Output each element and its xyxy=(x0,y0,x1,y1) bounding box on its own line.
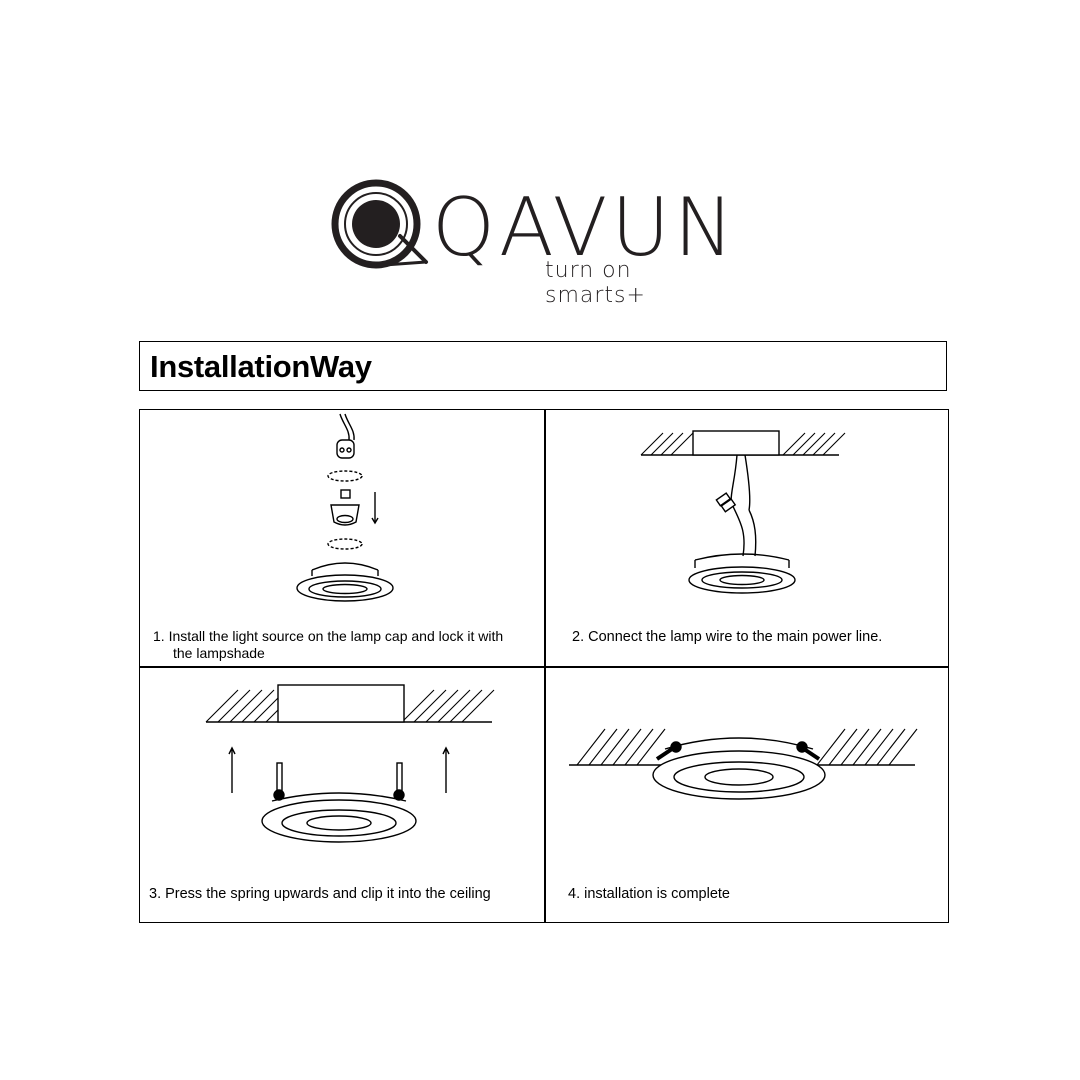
grid-divider-horizontal xyxy=(140,666,948,668)
step-4-caption: 4. installation is complete xyxy=(568,886,730,902)
step-1-caption-line2: the lampshade xyxy=(173,645,265,661)
step-3-illustration xyxy=(205,684,495,843)
step-2-illustration xyxy=(640,430,846,594)
step-1-caption-line1: 1. Install the light source on the lamp … xyxy=(153,628,504,644)
section-title-box: InstallationWay xyxy=(139,341,947,391)
step-1-illustration xyxy=(296,413,394,602)
installation-steps-grid: 1. Install the light source on the lamp … xyxy=(139,409,949,923)
logo-q-icon xyxy=(331,179,428,269)
step-3-caption: 3. Press the spring upwards and clip it … xyxy=(149,886,491,902)
step-1-caption: 1. Install the light source on the lamp … xyxy=(153,628,503,662)
step-4-cell: 4. installation is complete xyxy=(545,667,949,923)
step-4-illustration xyxy=(569,728,918,800)
step-3-cell: 3. Press the spring upwards and clip it … xyxy=(140,667,544,923)
step-1-cell: 1. Install the light source on the lamp … xyxy=(140,410,544,666)
section-title: InstallationWay xyxy=(150,349,372,384)
brand-logo: QAVUN turn on smarts+ xyxy=(330,178,740,308)
brand-tagline: turn on smarts+ xyxy=(545,258,646,308)
brand-name: QAVUN xyxy=(432,181,738,274)
step-2-cell: 2. Connect the lamp wire to the main pow… xyxy=(545,410,949,666)
step-2-caption: 2. Connect the lamp wire to the main pow… xyxy=(572,629,883,645)
